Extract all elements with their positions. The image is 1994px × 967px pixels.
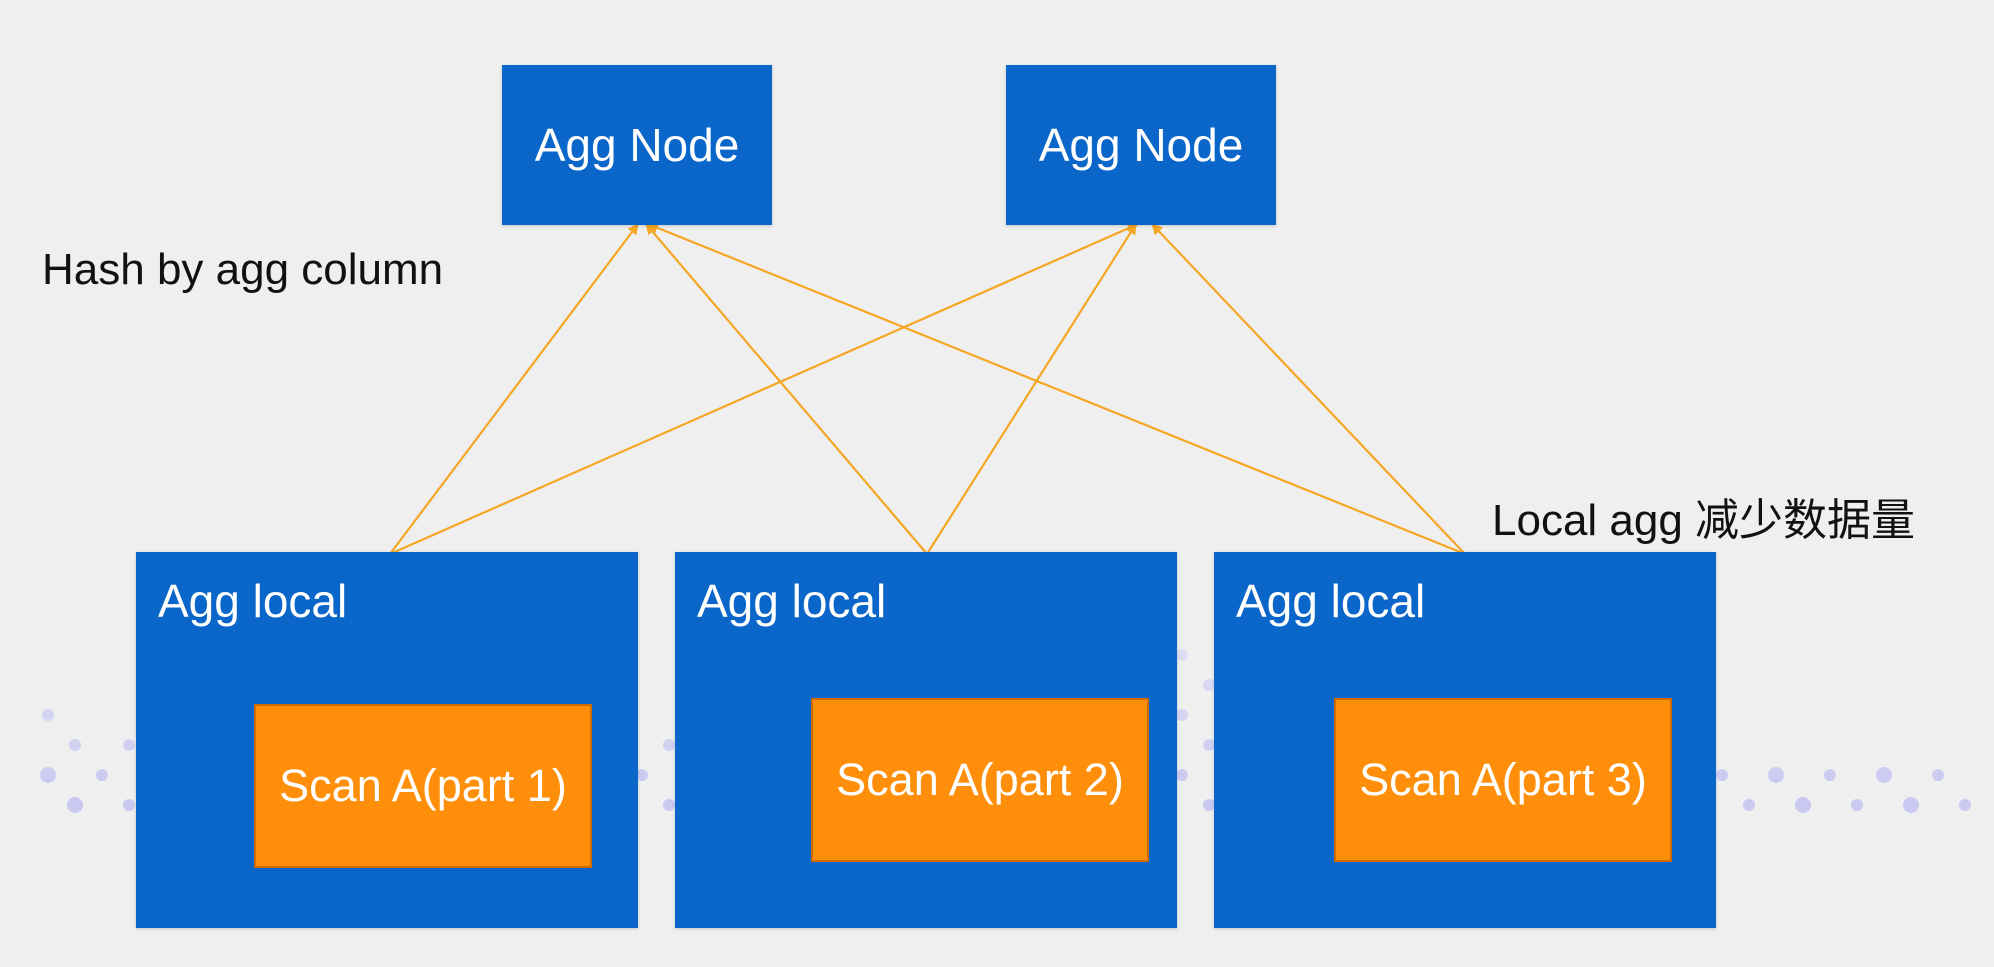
background-dot — [1176, 649, 1188, 661]
agg-local-label: Agg local — [697, 575, 887, 627]
edge-local-2-to-agg-node-2 — [926, 223, 1137, 555]
background-dot — [663, 799, 675, 811]
background-dot — [123, 739, 135, 751]
edge-local-2-to-agg-node-1 — [645, 223, 928, 555]
edge-local-1-to-agg-node-1 — [389, 223, 639, 555]
background-dot — [96, 769, 108, 781]
agg-local-1: Agg local Scan A(part 1) — [136, 552, 638, 928]
scan-node-2: Scan A(part 2) — [811, 698, 1149, 862]
agg-node-label: Agg Node — [534, 119, 740, 171]
agg-local-label: Agg local — [1236, 575, 1426, 627]
background-dot — [1903, 797, 1919, 813]
agg-node-1: Agg Node — [502, 65, 772, 225]
background-dot — [42, 709, 54, 721]
background-dot — [123, 799, 135, 811]
background-dot — [1824, 769, 1836, 781]
background-dot — [40, 767, 56, 783]
background-dot — [1203, 679, 1215, 691]
background-dot — [1203, 739, 1215, 751]
background-dot — [1203, 799, 1215, 811]
background-dot — [1795, 797, 1811, 813]
background-dot — [1176, 709, 1188, 721]
background-dot — [1932, 769, 1944, 781]
scan-node-3: Scan A(part 3) — [1334, 698, 1672, 862]
hash-annotation: Hash by agg column — [42, 245, 444, 294]
scan-node-1: Scan A(part 1) — [254, 704, 592, 868]
background-dot — [1176, 769, 1188, 781]
edge-local-3-to-agg-node-1 — [647, 222, 1466, 556]
agg-node-label: Agg Node — [1038, 119, 1244, 171]
background-dot — [663, 739, 675, 751]
background-dot — [1768, 767, 1784, 783]
background-dot — [1851, 799, 1863, 811]
agg-node-2: Agg Node — [1006, 65, 1276, 225]
background-dot — [1716, 769, 1728, 781]
local-agg-annotation: Local agg 减少数据量 — [1492, 496, 1916, 545]
edge-local-1-to-agg-node-2 — [389, 222, 1139, 556]
background-dot — [1959, 799, 1971, 811]
agg-local-2: Agg local Scan A(part 2) — [675, 552, 1177, 928]
edge-local-3-to-agg-node-2 — [1151, 223, 1466, 555]
agg-local-3: Agg local Scan A(part 3) — [1214, 552, 1716, 928]
background-dot — [1876, 767, 1892, 783]
background-dot — [69, 739, 81, 751]
agg-local-label: Agg local — [158, 575, 348, 627]
background-dot — [636, 769, 648, 781]
background-dot — [1743, 799, 1755, 811]
background-dot — [67, 797, 83, 813]
